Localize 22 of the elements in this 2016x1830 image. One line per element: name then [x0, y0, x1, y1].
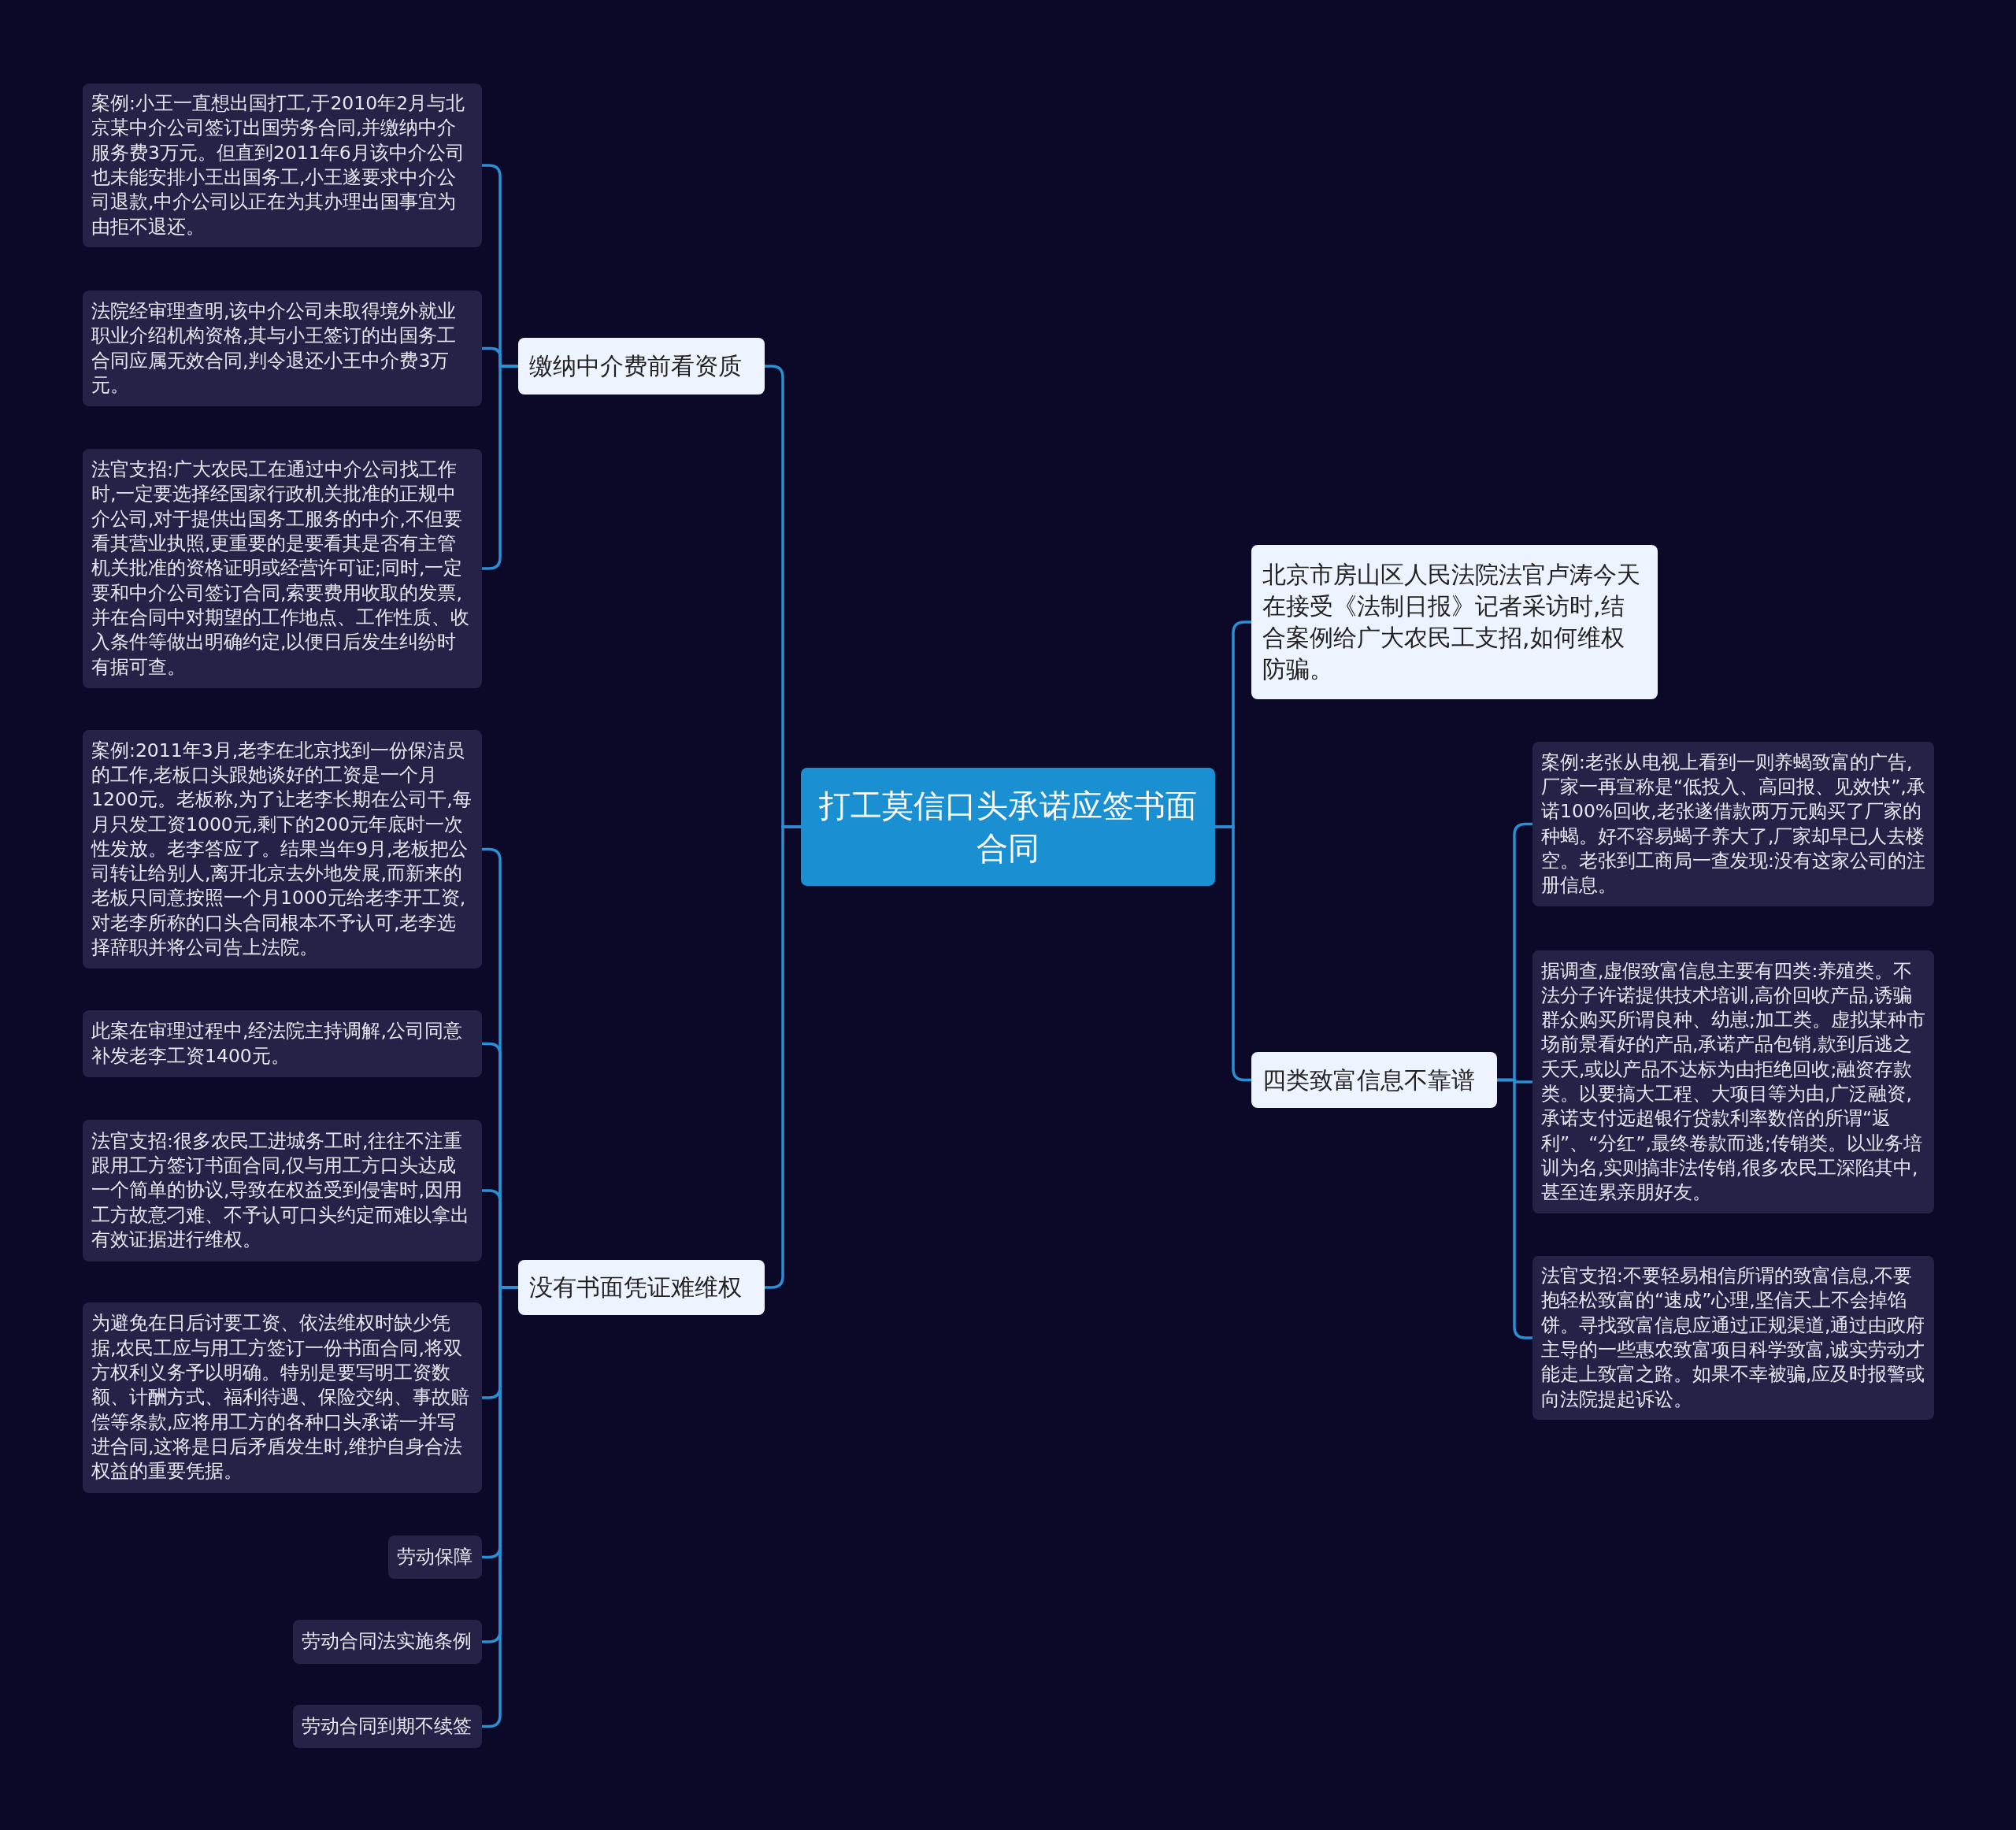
note-box: 劳动合同到期不续签: [293, 1705, 482, 1748]
note-box: 为避免在日后讨要工资、依法维权时缺少凭据,农民工应与用工方签订一份书面合同,将双方权利义务予以明确。特别是要写明工资数额、计酬方式、福利待遇、保险交纳、事故赔偿等条款,应将用工方的各种口头承诺一并写进合同,这将是日后矛盾发生时,维护自身合法权益的重要凭据。: [83, 1302, 482, 1493]
note-box: 法官支招:不要轻易相信所谓的致富信息,不要抱轻松致富的“速成”心理,坚信天上不会掉馅饼。寻找致富信息应通过正规渠道,通过由政府主导的一些惠农致富项目科学致富,诚实劳动才能走上致富之路。如果不幸被骗,应及时报警或向法院提起诉讼。: [1532, 1256, 1934, 1420]
connector: [1215, 825, 1251, 1082]
topic-box: 缴纳中介费前看资质: [518, 338, 765, 395]
topic-box: 四类致富信息不靠谱: [1251, 1052, 1497, 1108]
note-box: 案例:小王一直想出国打工,于2010年2月与北京某中介公司签订出国劳务合同,并缴纳中介服务费3万元。但直到2011年6月该中介公司也未能安排小王出国务工,小王遂要求中介公司退款,中介公司以正在为其办理出国事宜为由拒不退还。: [83, 83, 482, 247]
note-box: 劳动保障: [388, 1535, 482, 1579]
central-topic: 打工莫信口头承诺应签书面合同: [801, 768, 1215, 886]
note-box: 此案在审理过程中,经法院主持调解,公司同意补发老李工资1400元。: [83, 1010, 482, 1077]
note-box: 法院经审理查明,该中介公司未取得境外就业职业介绍机构资格,其与小王签订的出国务工合同应属无效合同,判令退还小王中介费3万元。: [83, 291, 482, 406]
note-box: 案例:老张从电视上看到一则养蝎致富的广告,厂家一再宣称是“低投入、高回报、见效快”,承诺100%回收,老张遂借款两万元购买了厂家的种蝎。好不容易蝎子养大了,厂家却早已人去楼空。老张到工商局一查发现:没有这家公司的注册信息。: [1532, 742, 1934, 906]
topic-box: 北京市房山区人民法院法官卢涛今天在接受《法制日报》记者采访时,结合案例给广大农民工支招,如何维权防骗。: [1251, 545, 1658, 699]
connector: [765, 825, 801, 1289]
note-box: 法官支招:广大农民工在通过中介公司找工作时,一定要选择经国家行政机关批准的正规中介公司,对于提供出国务工服务的中介,不但要看其营业执照,更重要的是要看其是否有主管机关批准的资格证明或经营许可证;同时,一定要和中介公司签订合同,索要费用收取的发票,并在合同中对期望的工作地点、工作性质、收入条件等做出明确约定,以便日后发生纠纷时有据可查。: [83, 449, 482, 688]
note-box: 劳动合同法实施条例: [293, 1620, 482, 1664]
connector: [482, 365, 518, 570]
connector: [1497, 1078, 1532, 1339]
note-box: 法官支招:很多农民工进城务工时,往往不注重跟用工方签订书面合同,仅与用工方口头达成一个简单的协议,导致在权益受到侵害时,因用工方故意刁难、不予认可口头约定而难以拿出有效证据进行维权。: [83, 1120, 482, 1261]
note-box: 案例:2011年3月,老李在北京找到一份保洁员的工作,老板口头跟她谈好的工资是一个月1200元。老板称,为了让老李长期在公司干,每月只发工资1000元,剩下的200元年底时一次性发放。老李答应了。结果当年9月,老板把公司转让给别人,离开北京去外地发展,而新来的老板只同意按照一个月1000元给老李开工资,对老李所称的口头合同根本不予认可,老李选择辞职并将公司告上法院。: [83, 730, 482, 969]
note-box: 据调查,虚假致富信息主要有四类:养殖类。不法分子许诺提供技术培训,高价回收产品,诱骗群众购买所谓良种、幼崽;加工类。虚拟某种市场前景看好的产品,承诺产品包销,款到后逃之夭夭,或以产品不达标为由拒绝回收;融资存款类。以要搞大工程、大项目等为由,广泛融资,承诺支付远超银行贷款利率数倍的所谓“返利”、“分红”,最终卷款而逃;传销类。以业务培训为名,实则搞非法传销,很多农民工深陷其中,甚至连累亲朋好友。: [1532, 950, 1934, 1213]
topic-box: 没有书面凭证难维权: [518, 1260, 765, 1315]
